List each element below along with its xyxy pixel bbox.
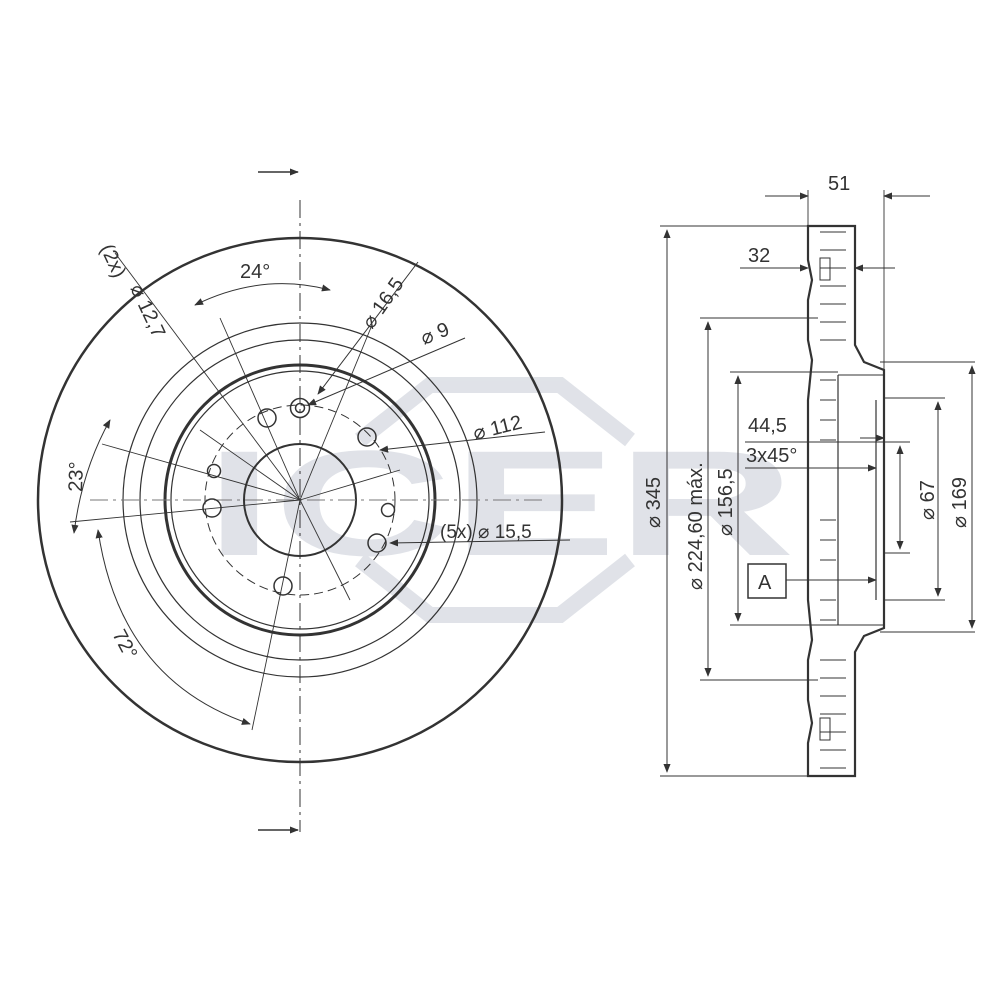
- center-bore-label: ⌀ 67: [917, 480, 939, 520]
- pin-hole: [380, 502, 396, 518]
- pin-hole: [206, 463, 222, 479]
- front-view: [36, 168, 571, 834]
- leader-small-hole: [307, 337, 466, 406]
- angle-bolt-pitch-label: 24°: [240, 261, 270, 283]
- datum-label: A: [758, 572, 772, 594]
- bolt-hole: [273, 576, 293, 596]
- stud-hole-inner: [294, 402, 306, 414]
- bolt-hole: [357, 427, 377, 447]
- angle-arc-23: [71, 419, 111, 534]
- pin-count-label: (2x): [95, 241, 129, 282]
- leader-pcd: [379, 431, 546, 453]
- side-view-labels: 51 32 44,5 3x45° ⌀ 345 ⌀ 224,60 máx. ⌀ 1…: [643, 173, 971, 594]
- watermark-text: ICER: [205, 419, 795, 587]
- stud-dia-label: ⌀ 16,5: [358, 274, 408, 333]
- vent-fins: [819, 231, 846, 769]
- stud-hole-outer: [289, 397, 311, 419]
- leader-stud: [317, 261, 419, 395]
- datum-frame: [747, 563, 787, 599]
- pin-hole-dia-label: ⌀ 12,7: [125, 281, 169, 342]
- chamfer-label: 3x45°: [746, 445, 797, 467]
- side-view: [660, 190, 976, 778]
- disc-profile-outer: [806, 224, 886, 778]
- small-hole-dia-label: ⌀ 9: [418, 318, 453, 349]
- bolt-hole: [367, 533, 387, 553]
- min-thickness-label: 32: [748, 245, 770, 267]
- angle-arc-24: [194, 283, 331, 306]
- hub-height-label: 44,5: [748, 415, 787, 437]
- bolt-hole: [257, 408, 277, 428]
- bolt-holes-label: (5x) ⌀ 15,5: [440, 522, 532, 543]
- hat-dia-label: ⌀ 156,5: [715, 468, 737, 536]
- angle-bottom-label: 72°: [108, 626, 142, 663]
- extension-lines: [660, 190, 975, 777]
- bolt-holes: [202, 397, 396, 596]
- angle-arc-72: [95, 529, 251, 725]
- outer-dia-label: ⌀ 345: [643, 477, 665, 528]
- inner-dia-max-label: ⌀ 224,60 máx.: [685, 462, 707, 590]
- angle-left-label: 23°: [65, 461, 88, 492]
- total-thickness-label: 51: [828, 173, 850, 195]
- leader-bolt-holes: [389, 539, 571, 547]
- hub-dia-label: ⌀ 169: [949, 477, 971, 528]
